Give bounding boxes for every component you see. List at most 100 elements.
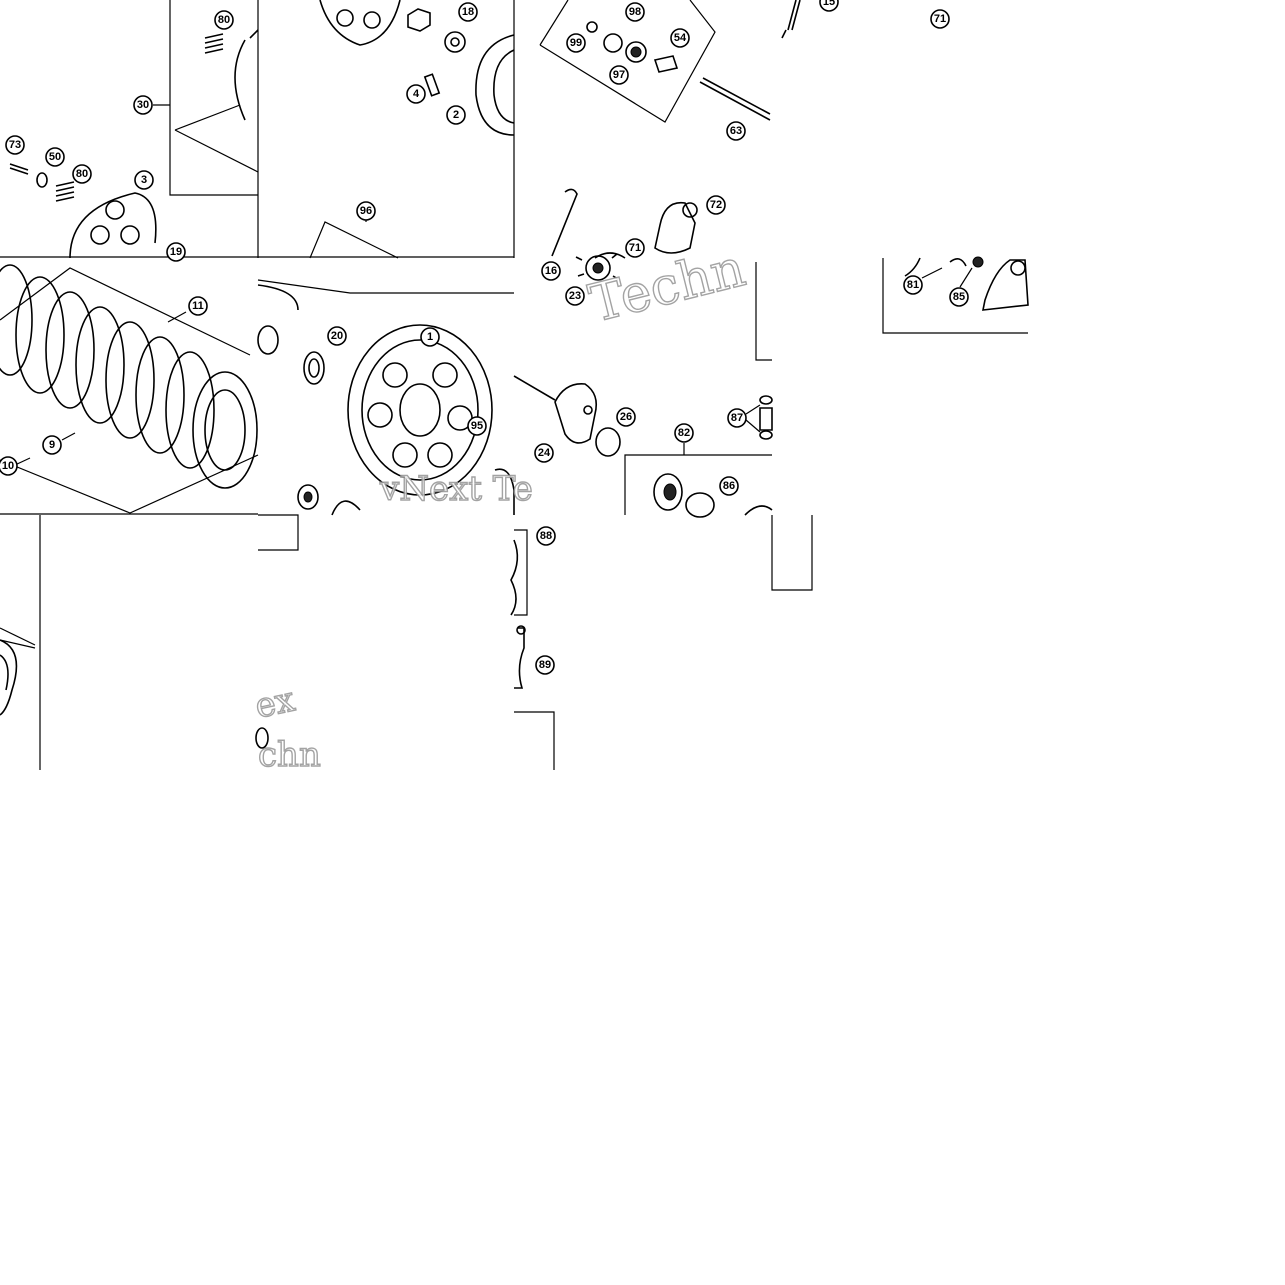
callout-18[interactable]: 18 (458, 2, 478, 22)
parts-artwork (0, 0, 1029, 749)
callout-82[interactable]: 82 (674, 423, 694, 443)
svg-text:10: 10 (2, 460, 14, 472)
svg-text:26: 26 (620, 411, 632, 423)
svg-text:80: 80 (218, 14, 230, 26)
callout-85[interactable]: 85 (949, 287, 969, 307)
callout-15[interactable]: 15 (819, 0, 839, 12)
callout-71[interactable]: 71 (625, 238, 645, 258)
bushing-part (297, 468, 515, 516)
callout-81[interactable]: 81 (903, 275, 923, 295)
callouts: 80 30 73 50 80 3 19 18 4 2 96 98 99 54 9… (0, 0, 969, 675)
svg-text:71: 71 (629, 242, 641, 254)
callout-11[interactable]: 11 (188, 296, 208, 316)
svg-text:63: 63 (730, 125, 742, 137)
svg-text:54: 54 (674, 32, 687, 44)
tile-edges (0, 0, 515, 515)
callout-16[interactable]: 16 (541, 261, 561, 281)
lower-pressure-plate-part (9, 163, 157, 259)
svg-text:97: 97 (613, 69, 625, 81)
svg-text:19: 19 (170, 246, 182, 258)
cover-part (653, 473, 773, 518)
leader-lines (14, 104, 973, 466)
watermark-text-4: chn (258, 735, 321, 775)
callout-50[interactable]: 50 (45, 147, 65, 167)
svg-text:80: 80 (76, 168, 88, 180)
watermark-text-2: vNext Te (379, 469, 533, 509)
callout-80[interactable]: 80 (214, 10, 234, 30)
callout-97[interactable]: 97 (609, 65, 629, 85)
callout-86[interactable]: 86 (719, 476, 739, 496)
svg-text:50: 50 (49, 151, 61, 163)
svg-text:9: 9 (49, 439, 55, 451)
svg-text:24: 24 (538, 447, 551, 459)
callout-88[interactable]: 88 (536, 526, 556, 546)
callout-63[interactable]: 63 (726, 121, 746, 141)
callout-1[interactable]: 1 (420, 327, 440, 347)
svg-text:11: 11 (192, 300, 204, 312)
callout-23[interactable]: 23 (565, 286, 585, 306)
svg-text:71: 71 (934, 13, 946, 25)
svg-text:2: 2 (453, 109, 459, 121)
callout-73[interactable]: 73 (5, 135, 25, 155)
small-gear-part (575, 253, 619, 281)
callout-30[interactable]: 30 (133, 95, 153, 115)
watermark-text-3: ex (252, 680, 299, 727)
svg-text:72: 72 (710, 199, 722, 211)
callout-26[interactable]: 26 (616, 407, 636, 427)
spring-part (204, 33, 224, 54)
callout-71-upper[interactable]: 71 (930, 9, 950, 29)
callout-80-lower[interactable]: 80 (72, 164, 92, 184)
partial-plate-part (0, 639, 269, 749)
svg-text:95: 95 (471, 420, 483, 432)
svg-text:4: 4 (413, 88, 420, 100)
svg-text:18: 18 (462, 6, 474, 18)
svg-text:85: 85 (953, 291, 965, 303)
svg-text:81: 81 (907, 279, 919, 291)
callout-3[interactable]: 3 (134, 170, 154, 190)
callout-95[interactable]: 95 (467, 416, 487, 436)
svg-text:3: 3 (141, 174, 147, 186)
svg-text:82: 82 (678, 427, 690, 439)
svg-text:23: 23 (569, 290, 581, 302)
svg-text:16: 16 (545, 265, 557, 277)
svg-text:1: 1 (427, 331, 433, 343)
svg-text:96: 96 (360, 205, 372, 217)
svg-text:15: 15 (823, 0, 835, 8)
clutch-basket-part (475, 34, 515, 136)
seal-kit-part (586, 21, 679, 73)
bolt-part (781, 0, 801, 39)
callout-4[interactable]: 4 (406, 84, 426, 104)
callout-9[interactable]: 9 (42, 435, 62, 455)
svg-text:73: 73 (9, 139, 21, 151)
pressure-plate-part (234, 0, 401, 121)
svg-text:98: 98 (629, 6, 641, 18)
svg-text:99: 99 (570, 37, 582, 49)
callout-87[interactable]: 87 (727, 408, 747, 428)
svg-text:89: 89 (539, 659, 551, 671)
hose-part (510, 539, 526, 689)
callout-19[interactable]: 19 (166, 242, 186, 262)
housing-part (904, 256, 1029, 311)
callout-20[interactable]: 20 (327, 326, 347, 346)
nut-washer-part (407, 8, 466, 97)
svg-text:88: 88 (540, 530, 552, 542)
callout-54[interactable]: 54 (670, 28, 690, 48)
gasket-part (513, 375, 621, 457)
assembly-frames (0, 0, 1028, 770)
callout-99[interactable]: 99 (566, 33, 586, 53)
slave-cylinder-part (551, 188, 698, 259)
clutch-plate-stack (0, 264, 258, 489)
callout-24[interactable]: 24 (534, 443, 554, 463)
svg-text:87: 87 (731, 412, 743, 424)
svg-text:20: 20 (331, 330, 343, 342)
callout-89[interactable]: 89 (535, 655, 555, 675)
callout-10[interactable]: 10 (0, 456, 18, 476)
svg-text:30: 30 (137, 99, 149, 111)
callout-96[interactable]: 96 (356, 201, 376, 221)
primary-gear-part (347, 324, 493, 496)
callout-2[interactable]: 2 (446, 105, 466, 125)
callout-72[interactable]: 72 (706, 195, 726, 215)
thrust-washer-part (257, 284, 325, 385)
callout-98[interactable]: 98 (625, 2, 645, 22)
